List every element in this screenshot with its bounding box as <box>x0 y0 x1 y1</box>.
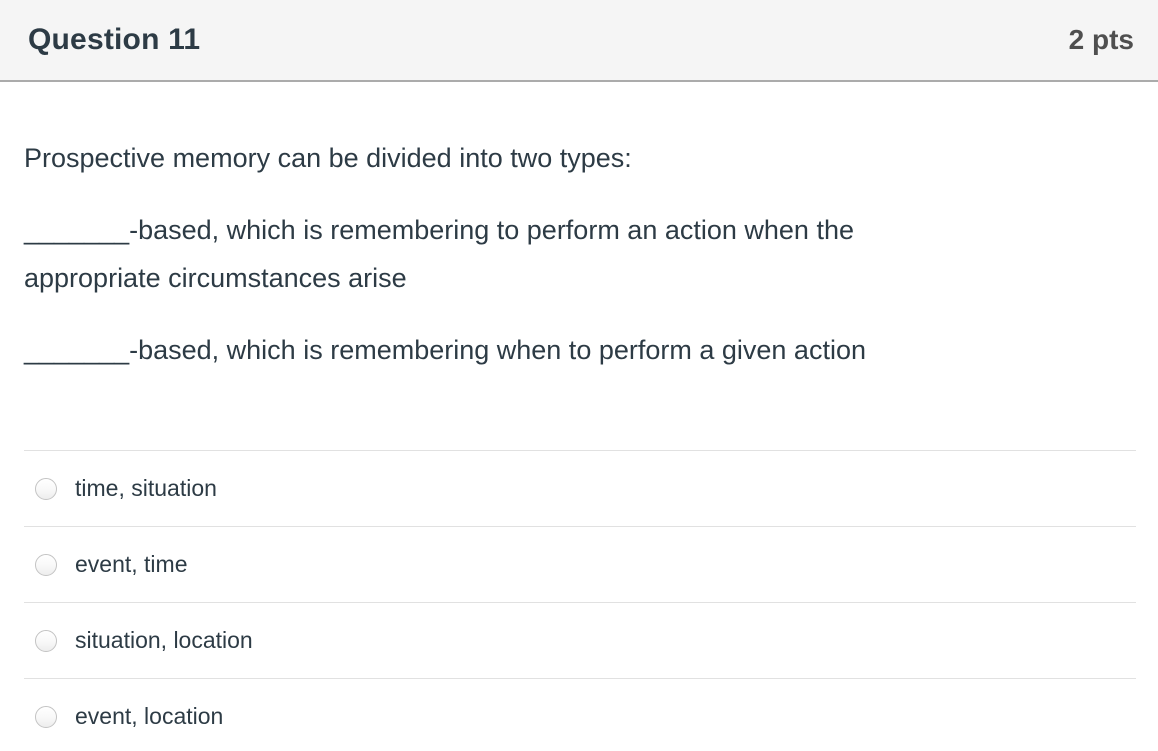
answer-options: time, situation event, time situation, l… <box>24 450 1136 751</box>
radio-button-icon[interactable] <box>35 629 57 652</box>
question-title: Question 11 <box>28 23 201 56</box>
question-text: Prospective memory can be divided into t… <box>0 82 1158 374</box>
answer-label: event, time <box>75 551 188 577</box>
answer-option-time-situation[interactable]: time, situation <box>24 450 1136 526</box>
answer-label: situation, location <box>75 627 253 653</box>
question-blank1-line2: appropriate circumstances arise <box>24 263 407 293</box>
answer-option-situation-location[interactable]: situation, location <box>24 602 1136 678</box>
question-blank2: _______-based, which is remembering when… <box>24 335 866 365</box>
question-header: Question 11 2 pts <box>0 0 1158 82</box>
answer-label: time, situation <box>75 475 217 501</box>
radio-button-icon[interactable] <box>35 477 57 500</box>
answer-option-event-location[interactable]: event, location <box>24 678 1136 751</box>
answer-option-event-time[interactable]: event, time <box>24 526 1136 602</box>
question-blank1-line1: _______-based, which is remembering to p… <box>24 215 854 245</box>
radio-button-icon[interactable] <box>35 705 57 728</box>
answer-label: event, location <box>75 703 224 729</box>
radio-button-icon[interactable] <box>35 553 57 576</box>
question-blank1: _______-based, which is remembering to p… <box>24 206 1134 302</box>
question-intro: Prospective memory can be divided into t… <box>24 143 632 173</box>
question-points: 2 pts <box>1068 24 1134 55</box>
